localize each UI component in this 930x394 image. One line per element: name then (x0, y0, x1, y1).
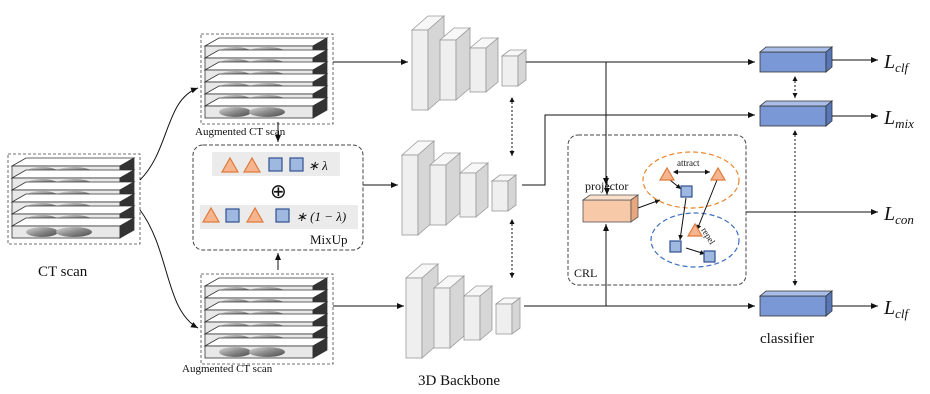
classifier-block-mid (758, 100, 834, 127)
projector-block (581, 194, 640, 223)
mixup-label: MixUp (310, 232, 348, 247)
square-sample-icon (268, 157, 304, 172)
attract-arrows (669, 169, 718, 255)
backbone-3d-top (410, 15, 528, 111)
triangle-sample-icon (658, 166, 727, 237)
augmented-ct-label-bottom: Augmented CT scan (182, 363, 273, 375)
attract-label: attract (677, 158, 700, 168)
lambda-weight-label: ∗ λ (308, 158, 328, 173)
loss-clf-bottom: Lclf (883, 297, 911, 321)
ct-scan-stack-icon (7, 153, 141, 245)
crl-box (567, 134, 747, 286)
mixup-box (192, 144, 364, 251)
backbone-3d-bottom (404, 263, 522, 359)
square-sample-icon (669, 185, 716, 263)
backbone-3d-middle (400, 140, 518, 236)
backbone-label: 3D Backbone (418, 373, 500, 389)
oplus-symbol: ⊕ (270, 181, 287, 203)
loss-con: Lcon (883, 203, 914, 227)
classifier-block-bottom (758, 290, 834, 317)
augmented-ct-stack-icon (200, 33, 334, 125)
attract-cluster (642, 151, 740, 209)
loss-mix: Lmix (883, 107, 914, 131)
augmented-ct-stack-icon (200, 273, 334, 365)
loss-clf-top: Lclf (883, 51, 911, 75)
classifier-label: classifier (760, 331, 814, 347)
augmented-ct-label-top: Augmented CT scan (195, 126, 286, 138)
one-minus-lambda-label: ∗ (1 − λ) (296, 209, 346, 224)
classifier-block-top (758, 46, 834, 73)
triangle-sample-icon (220, 156, 262, 173)
repel-cluster (650, 212, 740, 268)
ct-scan-label: CT scan (38, 264, 88, 280)
crl-label: CRL (574, 266, 597, 280)
mixed-samples-icon (201, 206, 290, 223)
